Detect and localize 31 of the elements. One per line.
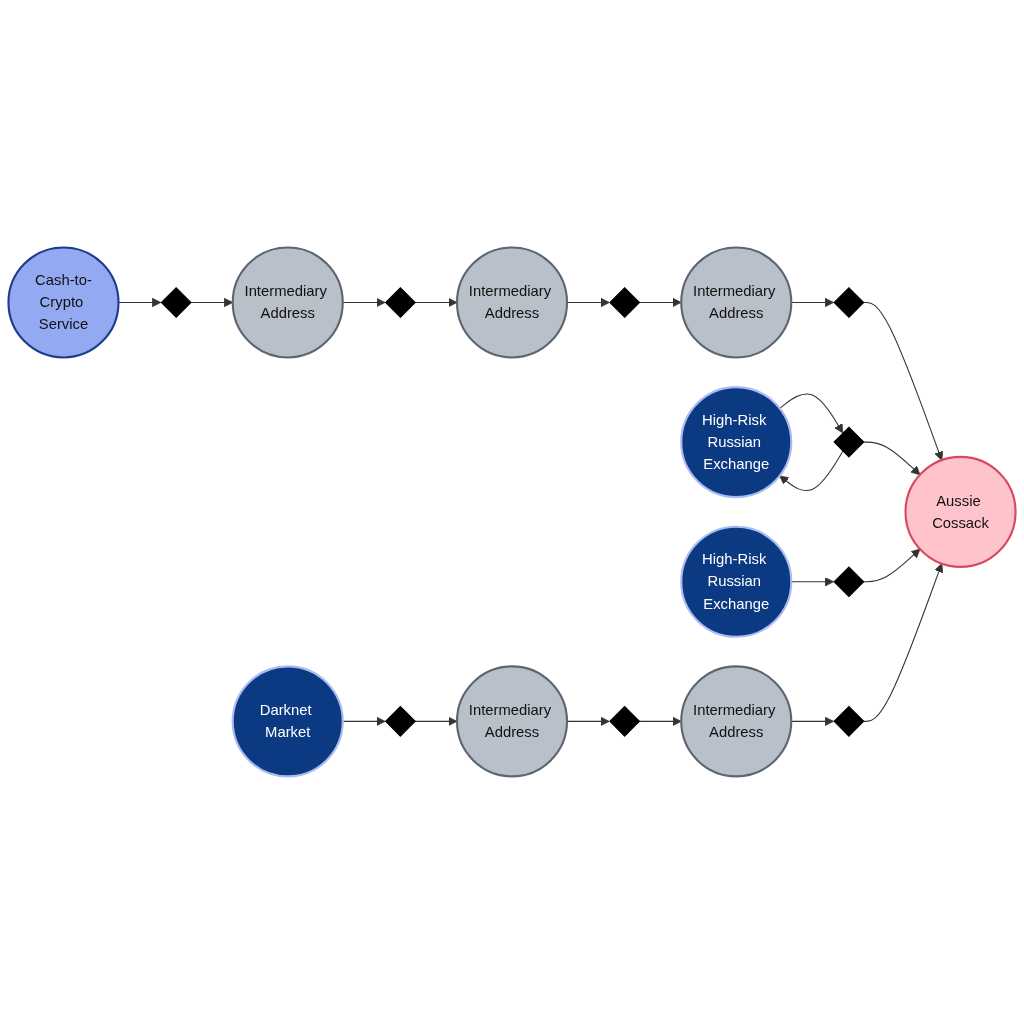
junction-diamond [384, 705, 416, 737]
arrow [414, 297, 458, 308]
circle-node: Darknet Market [231, 665, 344, 778]
arrow [414, 716, 458, 727]
arrow [862, 548, 921, 583]
arrow [862, 563, 944, 722]
junction-diamond [833, 566, 865, 598]
circle-node: Intermediary Address [231, 246, 344, 359]
junction-diamond [384, 287, 416, 319]
arrow [638, 716, 682, 727]
arrow [342, 716, 386, 727]
circle-node: Intermediary Address [455, 246, 569, 359]
junction-diamond [609, 287, 641, 319]
arrow [342, 297, 386, 308]
circle-node: Intermediary Address [680, 246, 793, 359]
circle-node: High-Risk Russian Exchange [680, 525, 793, 638]
junction-diamond [609, 705, 641, 737]
circle-node: Aussie Cossack [904, 455, 1017, 569]
circle-node: Intermediary Address [455, 665, 569, 778]
circle-node: Cash-to-Crypto Service [7, 246, 120, 359]
arrow [862, 441, 921, 476]
junction-diamond [833, 426, 865, 458]
arrow [779, 393, 844, 434]
junction-diamond [833, 705, 865, 737]
junction-diamond [833, 287, 865, 319]
circle-node: High-Risk Russian Exchange [680, 386, 793, 499]
arrow [779, 450, 844, 492]
arrow [638, 297, 682, 308]
junction-diamond [160, 287, 192, 319]
circle-node: Intermediary Address [680, 665, 793, 778]
arrow [862, 302, 944, 461]
